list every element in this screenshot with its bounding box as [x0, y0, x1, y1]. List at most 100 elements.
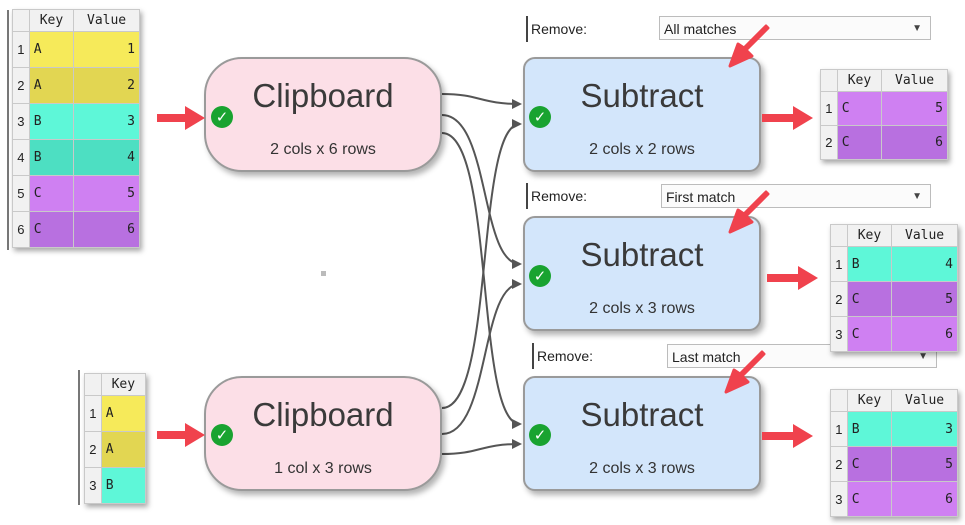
column-header: Value	[891, 224, 958, 247]
chevron-down-icon: ▼	[912, 23, 922, 34]
key-cell: C	[28, 175, 75, 212]
value-cell: 4	[891, 246, 958, 282]
value-cell: 5	[73, 175, 140, 212]
wire-clip2-sub2	[441, 279, 522, 435]
red-arrow-icon	[767, 266, 818, 290]
subtract-node-3[interactable]: Subtract 2 cols x 3 rows	[523, 376, 761, 491]
row-number: 2	[830, 446, 848, 482]
node-title: Clipboard	[252, 396, 394, 433]
value-cell: 6	[891, 316, 958, 352]
red-arrow-icon	[728, 190, 770, 234]
key-cell: B	[100, 467, 147, 504]
row-number: 2	[84, 431, 102, 468]
column-header: Key	[846, 224, 893, 247]
key-cell: B	[28, 103, 75, 140]
row-number: 1	[820, 91, 838, 126]
check-icon: ✓	[211, 106, 233, 128]
node-info: 2 cols x 2 rows	[589, 141, 695, 158]
value-cell: 1	[73, 31, 140, 68]
column-header: Value	[881, 69, 948, 92]
row-number: 1	[84, 395, 102, 432]
column-header: Key	[846, 389, 893, 412]
key-cell: B	[846, 411, 893, 447]
value-cell: 3	[73, 103, 140, 140]
row-number: 2	[830, 281, 848, 317]
table-corner	[830, 389, 848, 412]
row-number: 2	[820, 125, 838, 160]
row-number: 3	[12, 103, 30, 140]
key-cell: C	[836, 125, 883, 160]
key-cell: A	[100, 395, 147, 432]
red-arrow-icon	[724, 350, 766, 394]
node-title: Subtract	[580, 396, 704, 433]
key-cell: B	[28, 139, 75, 176]
node-info: 2 cols x 3 rows	[589, 460, 695, 477]
subtract-node-2[interactable]: Subtract 2 cols x 3 rows	[523, 216, 761, 331]
subtract-node-1[interactable]: Subtract 2 cols x 2 rows	[523, 57, 761, 172]
value-cell: 4	[73, 139, 140, 176]
clipboard-node-2[interactable]: Clipboard 1 col x 3 rows	[204, 376, 442, 491]
red-arrow-icon	[762, 106, 813, 130]
check-icon: ✓	[529, 424, 551, 446]
clipboard-node-1[interactable]: Clipboard 2 cols x 6 rows	[204, 57, 442, 172]
remove-label-2: Remove:	[526, 183, 587, 209]
remove-dropdown-1[interactable]: All matches ▼	[659, 16, 931, 40]
value-cell: 5	[891, 446, 958, 482]
red-arrow-icon	[157, 423, 205, 447]
wire-clip1-sub3	[441, 132, 522, 429]
node-info: 2 cols x 6 rows	[270, 141, 376, 158]
row-number: 5	[12, 175, 30, 212]
key-cell: C	[846, 446, 893, 482]
row-number: 3	[84, 467, 102, 504]
column-header: Key	[100, 373, 147, 396]
node-info: 1 col x 3 rows	[274, 460, 372, 477]
value-cell: 5	[881, 91, 948, 126]
red-arrow-icon	[762, 424, 813, 448]
key-cell: C	[846, 481, 893, 517]
wire-clip1-sub2	[441, 114, 522, 269]
node-title: Clipboard	[252, 77, 394, 114]
table-left-bar	[7, 10, 9, 250]
remove-dropdown-2[interactable]: First match ▼	[661, 184, 931, 208]
check-icon: ✓	[529, 265, 551, 287]
remove-label-3: Remove:	[532, 343, 593, 369]
value-cell: 6	[891, 481, 958, 517]
row-number: 4	[12, 139, 30, 176]
key-cell: A	[28, 67, 75, 104]
row-number: 1	[12, 31, 30, 68]
key-cell: B	[846, 246, 893, 282]
row-number: 3	[830, 481, 848, 517]
node-title: Subtract	[580, 77, 704, 114]
canvas-dot	[321, 271, 326, 276]
remove-value: All matches	[664, 21, 737, 37]
row-number: 1	[830, 246, 848, 282]
row-number: 3	[830, 316, 848, 352]
check-icon: ✓	[529, 106, 551, 128]
table-corner	[84, 373, 102, 396]
remove-value: First match	[666, 189, 736, 205]
key-cell: A	[100, 431, 147, 468]
key-cell: C	[846, 281, 893, 317]
table-corner	[12, 9, 30, 32]
check-icon: ✓	[211, 424, 233, 446]
table-corner	[820, 69, 838, 92]
node-info: 2 cols x 3 rows	[589, 300, 695, 317]
